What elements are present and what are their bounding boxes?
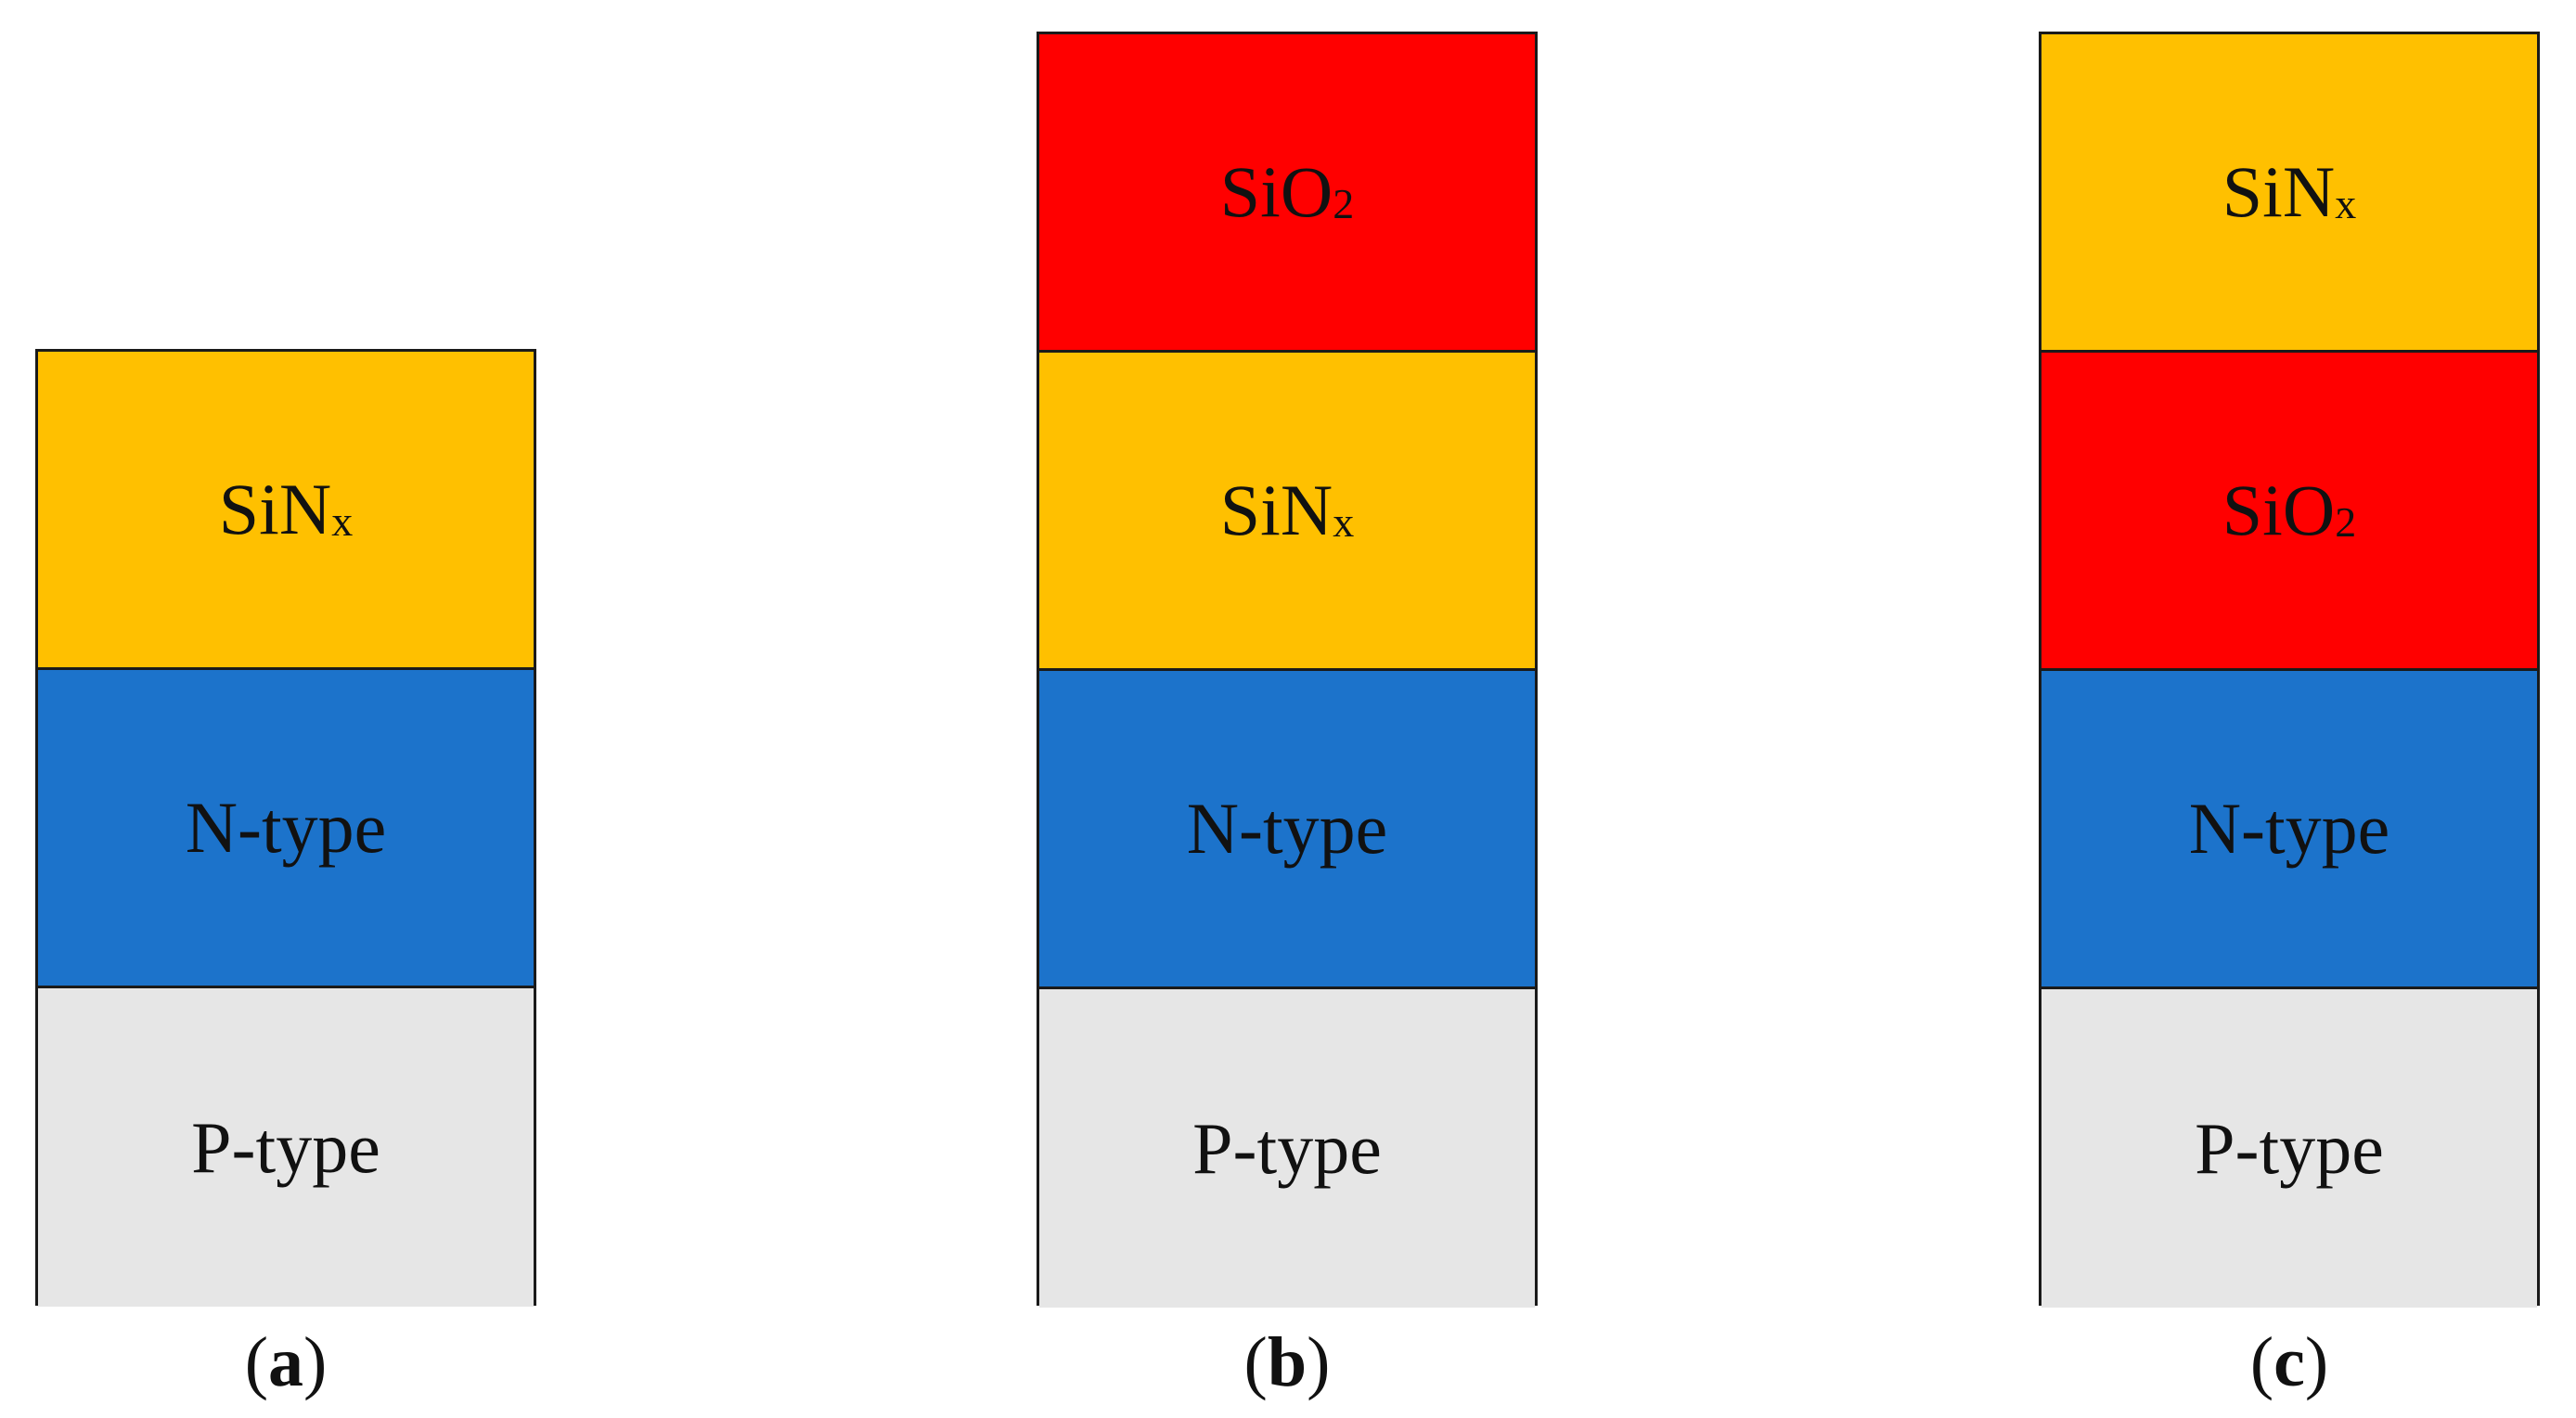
layer-sinx: SiNx	[1039, 353, 1535, 671]
layer-n-type: N-type	[1039, 671, 1535, 989]
layer-n-type: N-type	[2041, 671, 2537, 989]
layer-label: N-type	[185, 787, 387, 868]
layer-p-type: P-type	[2041, 989, 2537, 1308]
layer-label: P-type	[1192, 1107, 1382, 1189]
layer-sinx: SiNx	[38, 352, 534, 670]
caption-a: (a)	[244, 1323, 328, 1401]
layer-stack-a: SiNx N-type P-type	[35, 349, 536, 1307]
layer-sio2: SiO2	[2041, 353, 2537, 671]
layer-label: SiO2	[2222, 470, 2357, 550]
layer-n-type: N-type	[38, 670, 534, 988]
layer-p-type: P-type	[38, 988, 534, 1307]
layer-label: P-type	[191, 1106, 380, 1188]
layer-label: P-type	[2195, 1107, 2384, 1189]
layer-p-type: P-type	[1039, 989, 1535, 1308]
caption-b: (b)	[1243, 1323, 1331, 1401]
layer-label: SiO2	[1219, 151, 1355, 232]
layer-label: SiNx	[218, 469, 354, 549]
layer-stack-b: SiO2 SiNx N-type P-type	[1037, 32, 1538, 1308]
layer-label: N-type	[2188, 788, 2390, 869]
layer-stack-c: SiNx SiO2 N-type P-type	[2039, 32, 2540, 1308]
layer-label: SiNx	[2222, 151, 2357, 232]
caption-c: (c)	[2249, 1323, 2329, 1401]
layer-label: N-type	[1186, 788, 1388, 869]
layer-sinx: SiNx	[2041, 34, 2537, 353]
layer-sio2: SiO2	[1039, 34, 1535, 353]
layer-label: SiNx	[1219, 470, 1355, 550]
